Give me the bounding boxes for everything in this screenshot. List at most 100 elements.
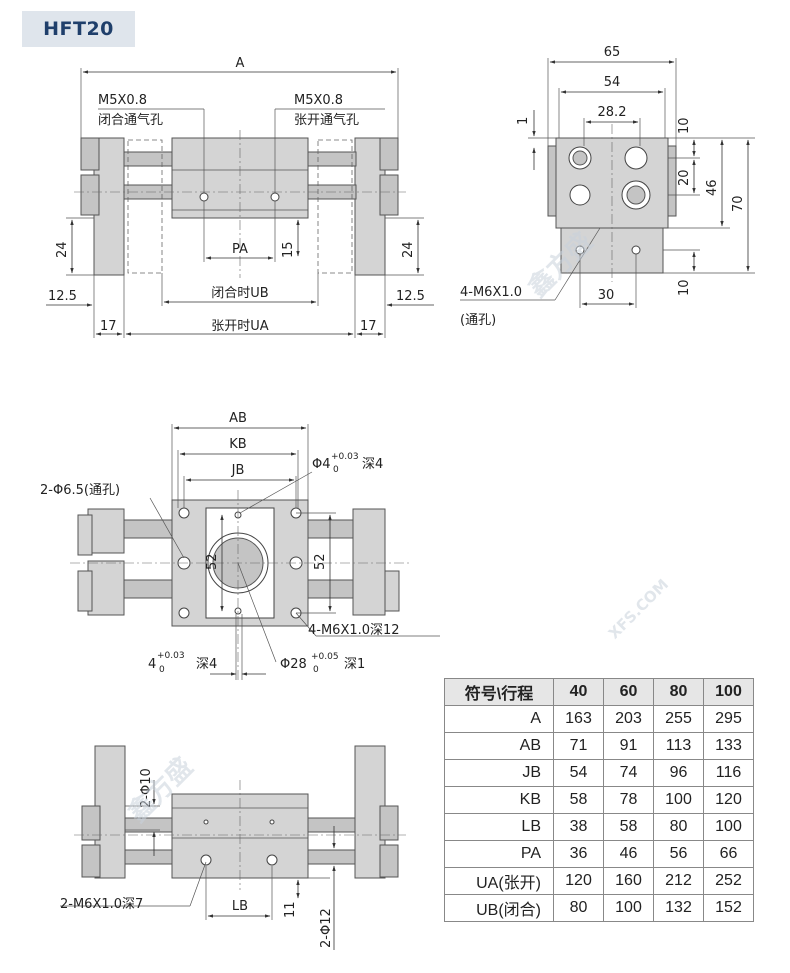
table-cell-symbol: AB [444,732,554,760]
top-thread-label: 4-M6X1.0深12 [308,623,400,638]
table-cell: 203 [603,705,654,733]
dim-52-right-label: 52 [313,553,328,570]
table-cell-symbol: A [444,705,554,733]
dim-10-top-label: 10 [677,117,692,134]
table-cell-symbol: LB [444,813,554,841]
table-cell: 100 [603,894,654,922]
bottom-view: 2-Φ10 2-M6X1.0深7 LB 11 2-Φ12 [60,745,406,950]
pin-hole-bottom-tol-lower: 0 [159,665,165,675]
dim-jb-label: JB [231,463,245,478]
table-cell: 80 [553,894,604,922]
dim-11-label: 11 [283,901,298,918]
table-header-symbol: 符号\行程 [444,678,554,706]
dim-15-label: 15 [281,241,296,258]
table-cell: 160 [603,867,654,895]
table-cell: 74 [603,759,654,787]
table-cell: 46 [603,840,654,868]
open-port-label: 张开通气孔 [294,112,359,128]
table-header-stroke: 40 [553,678,604,706]
pin-hole-bottom-tol-upper: +0.03 [157,651,185,661]
table-cell-symbol: JB [444,759,554,787]
table-cell: 120 [553,867,604,895]
closed-port-thread: M5X0.8 [98,93,147,108]
table-cell: 100 [653,786,704,814]
table-header-stroke: 60 [603,678,654,706]
dim-pa-label: PA [232,242,248,257]
dim-a-label: A [236,56,245,71]
table-cell: 116 [703,759,754,787]
spec-table: 符号\行程 40 60 80 100 A 163 203 255 295 AB … [444,678,754,922]
table-cell: 58 [603,813,654,841]
dim-ab-label: AB [229,411,247,426]
table-cell: 212 [653,867,704,895]
table-header-stroke: 80 [653,678,704,706]
dim-20-label: 20 [677,169,692,186]
bore-tol-lower: 0 [313,665,319,675]
dim-17-right-label: 17 [360,319,377,334]
table-cell: 133 [703,732,754,760]
dim-24-right-label: 24 [401,241,416,258]
side-thread-label: 4-M6X1.0 [460,285,522,300]
dim-12-5-left-label: 12.5 [48,289,77,304]
table-cell-symbol: KB [444,786,554,814]
dim-52-left-label: 52 [205,553,220,570]
through-hole-label: 2-Φ6.5(通孔) [40,483,120,498]
table-cell: 96 [653,759,704,787]
table-cell: 100 [703,813,754,841]
dim-65-label: 65 [604,45,621,60]
table-row: UA(张开) 120 160 212 252 [444,867,754,895]
closed-port-label: 闭合通气孔 [98,112,163,128]
front-view: A M5X0.8 闭合通气孔 M5X0.8 张开通气孔 PA 15 24 24 … [46,56,434,338]
open-port-icon [270,192,280,202]
table-cell: 295 [703,705,754,733]
table-cell-symbol: PA [444,840,554,868]
dim-12-5-right-label: 12.5 [396,289,425,304]
table-cell: 113 [653,732,704,760]
table-cell: 163 [553,705,604,733]
pin-hole-top-label: Φ4 [312,457,331,472]
bore-label: Φ28 [280,657,307,672]
dim-46-label: 46 [705,179,720,196]
dim-1-label: 1 [516,117,531,125]
pin-hole-top-tol-upper: +0.03 [331,452,359,462]
side-thread-note: (通孔) [460,313,496,328]
dim-ub-label: 闭合时UB [211,286,268,301]
pin-hole-bottom-depth: 深4 [196,657,217,672]
table-row: PA 36 46 56 66 [444,840,754,868]
table-row: UB(闭合) 80 100 132 152 [444,894,754,922]
table-row: JB 54 74 96 116 [444,759,754,787]
table-row: A 163 203 255 295 [444,705,754,733]
pin-hole-top-depth: 深4 [362,457,383,472]
table-cell: 252 [703,867,754,895]
dim-lb-label: LB [232,899,248,914]
table-cell: 152 [703,894,754,922]
dim-28-2-label: 28.2 [598,105,627,120]
pin-12-label: 2-Φ12 [319,908,334,948]
table-cell: 80 [653,813,704,841]
dim-ua-label: 张开时UA [211,319,269,334]
table-row: LB 38 58 80 100 [444,813,754,841]
dim-70-label: 70 [731,195,746,212]
dim-54-label: 54 [604,75,621,90]
dim-kb-label: KB [229,437,246,452]
table-cell-symbol: UB(闭合) [444,894,554,922]
table-cell: 56 [653,840,704,868]
dim-17-left-label: 17 [100,319,117,334]
table-cell: 58 [553,786,604,814]
table-cell-symbol: UA(张开) [444,867,554,895]
dim-24-left-label: 24 [55,241,70,258]
table-cell: 54 [553,759,604,787]
top-view: AB KB JB 2-Φ6.5(通孔) Φ4 +0.03 0 深4 52 52 … [40,411,440,680]
table-row: AB 71 91 113 133 [444,732,754,760]
bottom-thread-label: 2-M6X1.0深7 [60,897,143,912]
table-cell: 66 [703,840,754,868]
table-cell: 78 [603,786,654,814]
pin-10-label: 2-Φ10 [139,768,154,808]
table-row: KB 58 78 100 120 [444,786,754,814]
model-badge: HFT20 [22,11,135,47]
closed-port-icon [199,192,209,202]
dim-30-label: 30 [598,288,615,303]
table-header-stroke: 100 [703,678,754,706]
table-cell: 91 [603,732,654,760]
